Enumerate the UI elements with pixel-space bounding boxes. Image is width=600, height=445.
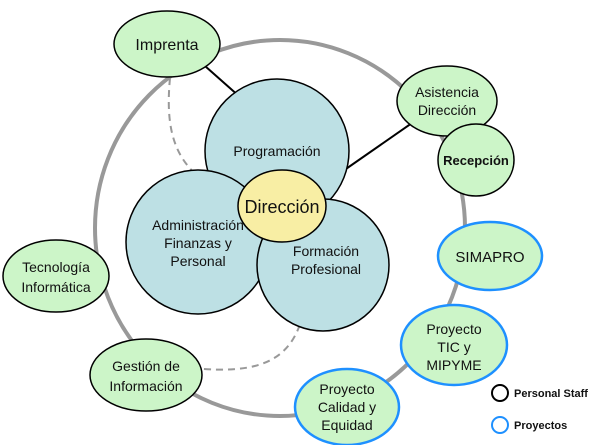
node-tecnologia[interactable]: Tecnología Informática [2,239,110,313]
label: TIC y [437,339,470,355]
label: SIMAPRO [455,249,524,266]
label: Dirección [244,197,319,217]
node-direccion[interactable]: Dirección [237,169,327,243]
node-calidad[interactable]: Proyecto Calidad y Equidad [293,367,401,445]
label: Profesional [291,261,361,277]
label: Administración [152,217,244,233]
node-gestion[interactable]: Gestión de Información [89,338,203,412]
node-imprenta[interactable]: Imprenta [113,10,221,78]
node-asistencia[interactable]: Asistencia Dirección [396,65,498,137]
label: Finanzas y [164,235,232,251]
label: Tecnología [22,259,90,275]
label: Recepción [443,153,509,168]
label: Imprenta [135,37,198,54]
label: Informática [21,279,90,295]
node-administracion[interactable]: Administración Finanzas y Personal [125,169,271,315]
label: Asistencia [415,84,479,100]
legend-staff-marker [491,384,509,402]
dashed-connector-gestion [191,317,303,371]
label: Calidad y [318,399,376,415]
node-simapro[interactable]: SIMAPRO [436,220,544,292]
label: Personal [170,253,225,269]
dashed-connector-imprenta [167,77,206,183]
node-tic[interactable]: Proyecto TIC y MIPYME [399,303,509,387]
label: Gestión de [112,358,180,374]
connector-imprenta [204,65,241,98]
legend: Personal Staff Proyectos [491,384,588,434]
legend-staff-label: Personal Staff [514,388,588,400]
label: Información [109,378,182,394]
label: MIPYME [426,357,481,373]
label: Dirección [418,102,476,118]
label: Proyecto [319,381,374,397]
label: Proyecto [426,321,481,337]
label: Equidad [321,417,372,433]
label: Formación [293,243,359,259]
node-recepcion[interactable]: Recepción [437,123,515,197]
legend-projects-marker [491,416,509,434]
legend-projects-label: Proyectos [514,420,567,432]
label: Programación [233,143,320,159]
